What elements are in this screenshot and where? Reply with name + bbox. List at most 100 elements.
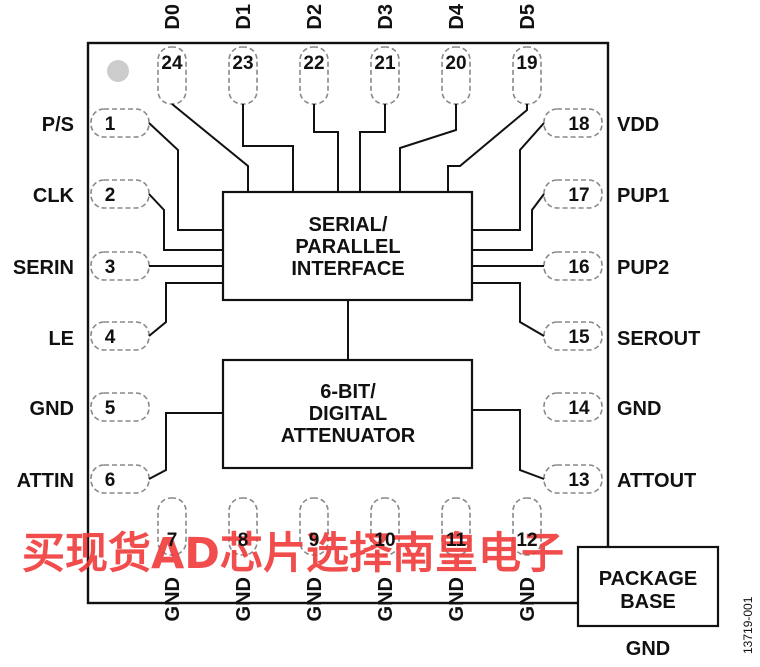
pin-number: 15: [568, 327, 590, 348]
pin-label: PUP2: [617, 257, 669, 279]
wire-pin-13: [472, 409, 545, 480]
pin-label: D5: [517, 4, 539, 30]
block-label-line: ATTENUATOR: [281, 425, 416, 447]
pin-pad-5: [90, 392, 150, 422]
block-label-line: PARALLEL: [295, 236, 400, 258]
block-label-line: DIGITAL: [309, 403, 388, 425]
pin-pad-12: [512, 497, 542, 556]
pin-label: D3: [375, 4, 397, 30]
pin-label: P/S: [42, 114, 74, 136]
package-base-label: PACKAGE: [599, 568, 698, 590]
pin-label: PUP1: [617, 185, 669, 207]
wire-pin-18: [472, 122, 545, 231]
pin-number: 12: [516, 530, 537, 551]
pin-number: 10: [374, 530, 395, 551]
attenuator-box: [221, 358, 474, 470]
pin-label: SERIN: [13, 257, 74, 279]
pin-label: GND: [233, 577, 255, 621]
pin-number: 23: [232, 53, 253, 74]
left-pads: [90, 108, 150, 494]
top-pads: [157, 46, 542, 105]
pin-pad-18: [543, 108, 603, 138]
pin-number: 20: [445, 53, 466, 74]
wire-pin-1: [148, 122, 223, 231]
pin-label: D1: [233, 4, 255, 30]
pin-label: GND: [375, 577, 397, 621]
pin-label: CLK: [33, 185, 75, 207]
pin-number: 21: [374, 53, 396, 74]
serial-parallel-interface-block: SERIAL/ PARALLEL INTERFACE: [221, 190, 474, 302]
right-pin-text: 18 17 16 15 14 13 VDD PUP1 PUP2 SEROUT G…: [568, 114, 700, 492]
pin1-marker-dot: [107, 60, 129, 82]
pin-label: LE: [48, 328, 74, 350]
digital-attenuator-block: 6-BIT/ DIGITAL ATTENUATOR: [221, 358, 474, 470]
pin-pad-4: [90, 321, 150, 351]
wire-pin-2: [148, 193, 223, 251]
pin-pad-8: [228, 497, 258, 556]
connection-wires: [148, 103, 545, 480]
block-label-line: INTERFACE: [291, 258, 404, 280]
pin-number: 22: [303, 53, 324, 74]
pin-label: GND: [517, 577, 539, 621]
right-pads: [543, 108, 603, 494]
package-base-label: BASE: [620, 591, 676, 613]
left-pin-text: 1 2 3 4 5 6 P/S CLK SERIN LE GND ATTIN: [13, 114, 116, 492]
package-base: PACKAGE BASE GND: [576, 545, 720, 660]
pin-pad-15: [543, 321, 603, 351]
pin-label: GND: [304, 577, 326, 621]
pin-pad-7: [157, 497, 187, 556]
pin-label: GND: [30, 398, 74, 420]
pin-number: 5: [105, 398, 116, 419]
pin-label: GND: [617, 398, 661, 420]
wire-pin-17: [472, 193, 545, 251]
pin-number: 9: [309, 530, 320, 551]
pin-label: VDD: [617, 114, 659, 136]
pin-number: 14: [568, 398, 590, 419]
pin-number: 2: [105, 185, 116, 206]
pin-label: GND: [162, 577, 184, 621]
package-base-pin-label: GND: [626, 638, 670, 660]
pin-pad-13: [543, 464, 603, 494]
pin-number: 3: [105, 257, 116, 278]
wire-pin-22: [313, 104, 339, 192]
wire-pin-21: [359, 104, 386, 192]
pin-pad-1: [90, 108, 150, 138]
pin-pad-16: [543, 251, 603, 281]
pin-label: ATTOUT: [617, 470, 696, 492]
pin-pad-3: [90, 251, 150, 281]
bottom-pads: [157, 497, 542, 556]
pin-number: 24: [161, 53, 183, 74]
wire-pin-6: [148, 412, 223, 480]
block-label-line: 6-BIT/: [320, 381, 376, 403]
wire-pin-24: [171, 103, 249, 192]
pin-number: 8: [238, 530, 249, 551]
pin-label: D0: [162, 4, 184, 30]
pin-number: 19: [516, 53, 537, 74]
pin-label: SEROUT: [617, 328, 700, 350]
wire-pin-4: [148, 282, 223, 337]
pin-pad-17: [543, 179, 603, 209]
pin-pad-10: [370, 497, 400, 556]
pin-pad-6: [90, 464, 150, 494]
pin-pad-9: [299, 497, 329, 556]
package-base-box: [576, 545, 720, 628]
wire-pin-19: [447, 104, 528, 192]
wire-pin-23: [242, 104, 294, 192]
pin-number: 4: [105, 327, 116, 348]
pin-number: 7: [167, 530, 178, 551]
bottom-pin-text: 7 8 9 10 11 12 GND GND GND GND GND GND: [162, 530, 539, 621]
figure-number: 13719-001: [741, 596, 755, 654]
pin-number: 6: [105, 470, 116, 491]
pin-number: 1: [105, 114, 116, 135]
pin-pad-2: [90, 179, 150, 209]
block-label-line: SERIAL/: [309, 214, 388, 236]
pin-number: 17: [568, 185, 589, 206]
pin-label: D2: [304, 4, 326, 30]
top-pin-text: 24 23 22 21 20 19 D0 D1 D2 D3 D4 D5: [161, 3, 539, 74]
pin-pad-14: [543, 392, 603, 422]
wire-pin-20: [399, 104, 457, 192]
pin-label: ATTIN: [17, 470, 74, 492]
pin-number: 16: [568, 257, 589, 278]
watermark-text: 买现货AD芯片选择南皇电子: [22, 529, 564, 579]
